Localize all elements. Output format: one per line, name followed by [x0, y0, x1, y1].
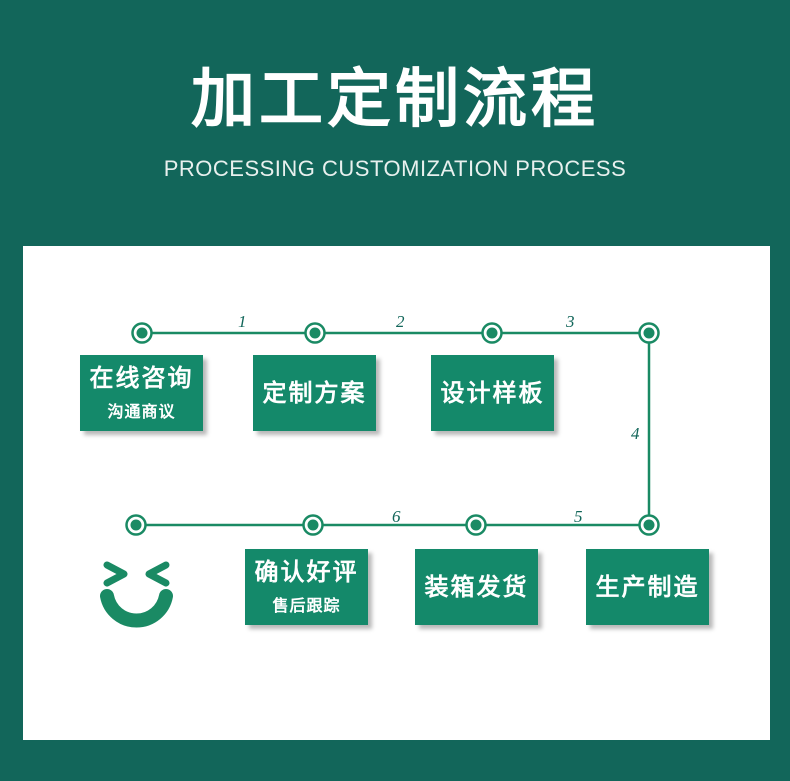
step-title: 定制方案 [262, 378, 367, 407]
step-subtitle: 售后跟踪 [272, 596, 341, 616]
step-number: 1 [238, 312, 247, 331]
flow-node [465, 514, 487, 536]
page-title: 加工定制流程 [191, 63, 599, 137]
process-flow-lines: 1 2 3 4 5 6 [100, 312, 660, 628]
process-panel: 1 2 3 4 5 6 在线咨询 沟通商议 定制方案 设计样板 生产制造 装箱发… [23, 246, 770, 740]
flow-node [638, 514, 660, 536]
step-box-confirm-review: 确认好评 售后跟踪 [245, 549, 368, 625]
step-number: 2 [396, 312, 405, 331]
flow-node [481, 322, 503, 344]
flow-node [131, 322, 153, 344]
flow-node [638, 322, 660, 344]
flow-node [125, 514, 147, 536]
step-number: 6 [392, 507, 401, 526]
step-box-design-sample: 设计样板 [431, 355, 554, 431]
step-box-online-consult: 在线咨询 沟通商议 [80, 355, 203, 431]
step-number: 5 [574, 507, 583, 526]
step-number: 3 [565, 312, 575, 331]
flow-node [302, 514, 324, 536]
step-title: 确认好评 [254, 557, 359, 586]
step-box-packing-shipping: 装箱发货 [415, 549, 538, 625]
flow-node [304, 322, 326, 344]
step-title: 生产制造 [595, 572, 700, 601]
step-title: 设计样板 [440, 378, 545, 407]
smiley-face-icon [100, 561, 173, 628]
step-title: 在线咨询 [89, 363, 194, 392]
step-box-custom-plan: 定制方案 [253, 355, 376, 431]
page-subtitle: PROCESSING CUSTOMIZATION PROCESS [163, 156, 627, 181]
step-box-production: 生产制造 [586, 549, 709, 625]
step-title: 装箱发货 [424, 572, 529, 601]
step-number: 4 [631, 424, 640, 443]
step-subtitle: 沟通商议 [107, 402, 176, 422]
